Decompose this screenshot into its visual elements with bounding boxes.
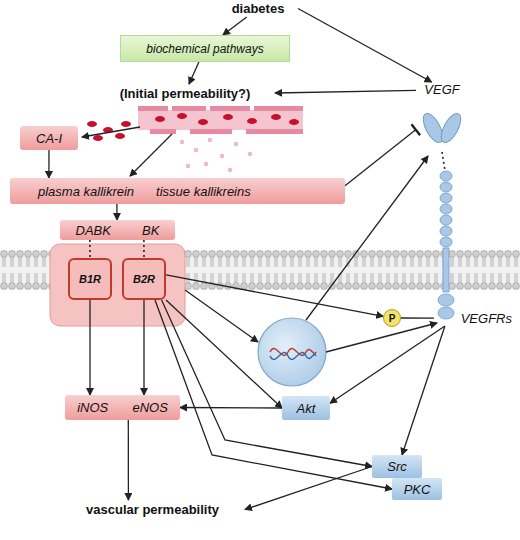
signal-arrow [275,90,416,93]
signal-arrow [298,9,432,83]
phospho-circle: P [383,309,401,327]
node-text: iNOS [77,400,108,415]
node-text: Src [387,459,407,474]
kinase-box: Akt [282,396,330,420]
binding-line [143,240,145,258]
node-text: VEGF [424,82,459,97]
enzyme-box: CA-I [20,126,78,150]
node-text: BK [142,223,159,238]
signal-arrow [166,300,282,408]
receptor-box: B1R [68,258,112,300]
inhibition-arrow [345,130,416,186]
signal-arrow [162,300,372,467]
node-text: Akt [297,401,316,416]
node-text: vascular permeability [86,502,219,517]
node-text: VEGFRs [461,311,512,326]
peptide-band: DABK BK [60,220,175,240]
binding-line [442,152,445,170]
node-text: B2R [133,273,155,285]
signal-arrow [48,150,49,178]
signal-arrow [401,317,434,319]
node-text: P [389,313,396,324]
binding-line [89,240,91,258]
signal-arrow [245,467,372,510]
node-text: diabetes [232,1,285,16]
signal-arrow [402,326,445,455]
signal-arrow [116,204,117,220]
process-box: biochemical pathways [120,35,290,62]
state-label: (Initial permeability?) [95,84,275,102]
condition-label: diabetes [218,0,298,17]
node-text: eNOS [132,400,167,415]
signal-arrow [89,300,90,395]
signal-arrow [223,17,247,35]
node-text: biochemical pathways [146,42,263,56]
receptor-node: VEGFRs [434,170,512,326]
signal-arrow [330,326,445,403]
enzyme-band: iNOS eNOS [65,395,180,420]
receptor-box: B2R [122,258,166,300]
node-text: DABK [76,223,111,238]
node-text: PKC [404,482,431,497]
signal-arrow [155,300,392,489]
signal-arrow [128,420,129,500]
node-text: CA-I [36,131,62,146]
node-text: tissue kallikreins [156,184,251,199]
kinase-box: PKC [392,478,442,500]
node-text: plasma kallikrein [38,184,134,199]
ligand-node: VEGF [416,82,468,152]
node-text: B1R [79,273,101,285]
signal-arrow [180,407,282,409]
kinase-box: Src [372,455,422,478]
enzyme-band: plasma kallikrein tissue kallikreins [10,178,345,204]
signal-arrow [189,62,199,84]
signal-arrow [143,300,144,395]
signal-arrow [166,275,383,317]
outcome-label: vascular permeability [60,500,245,519]
node-text: (Initial permeability?) [120,86,251,101]
